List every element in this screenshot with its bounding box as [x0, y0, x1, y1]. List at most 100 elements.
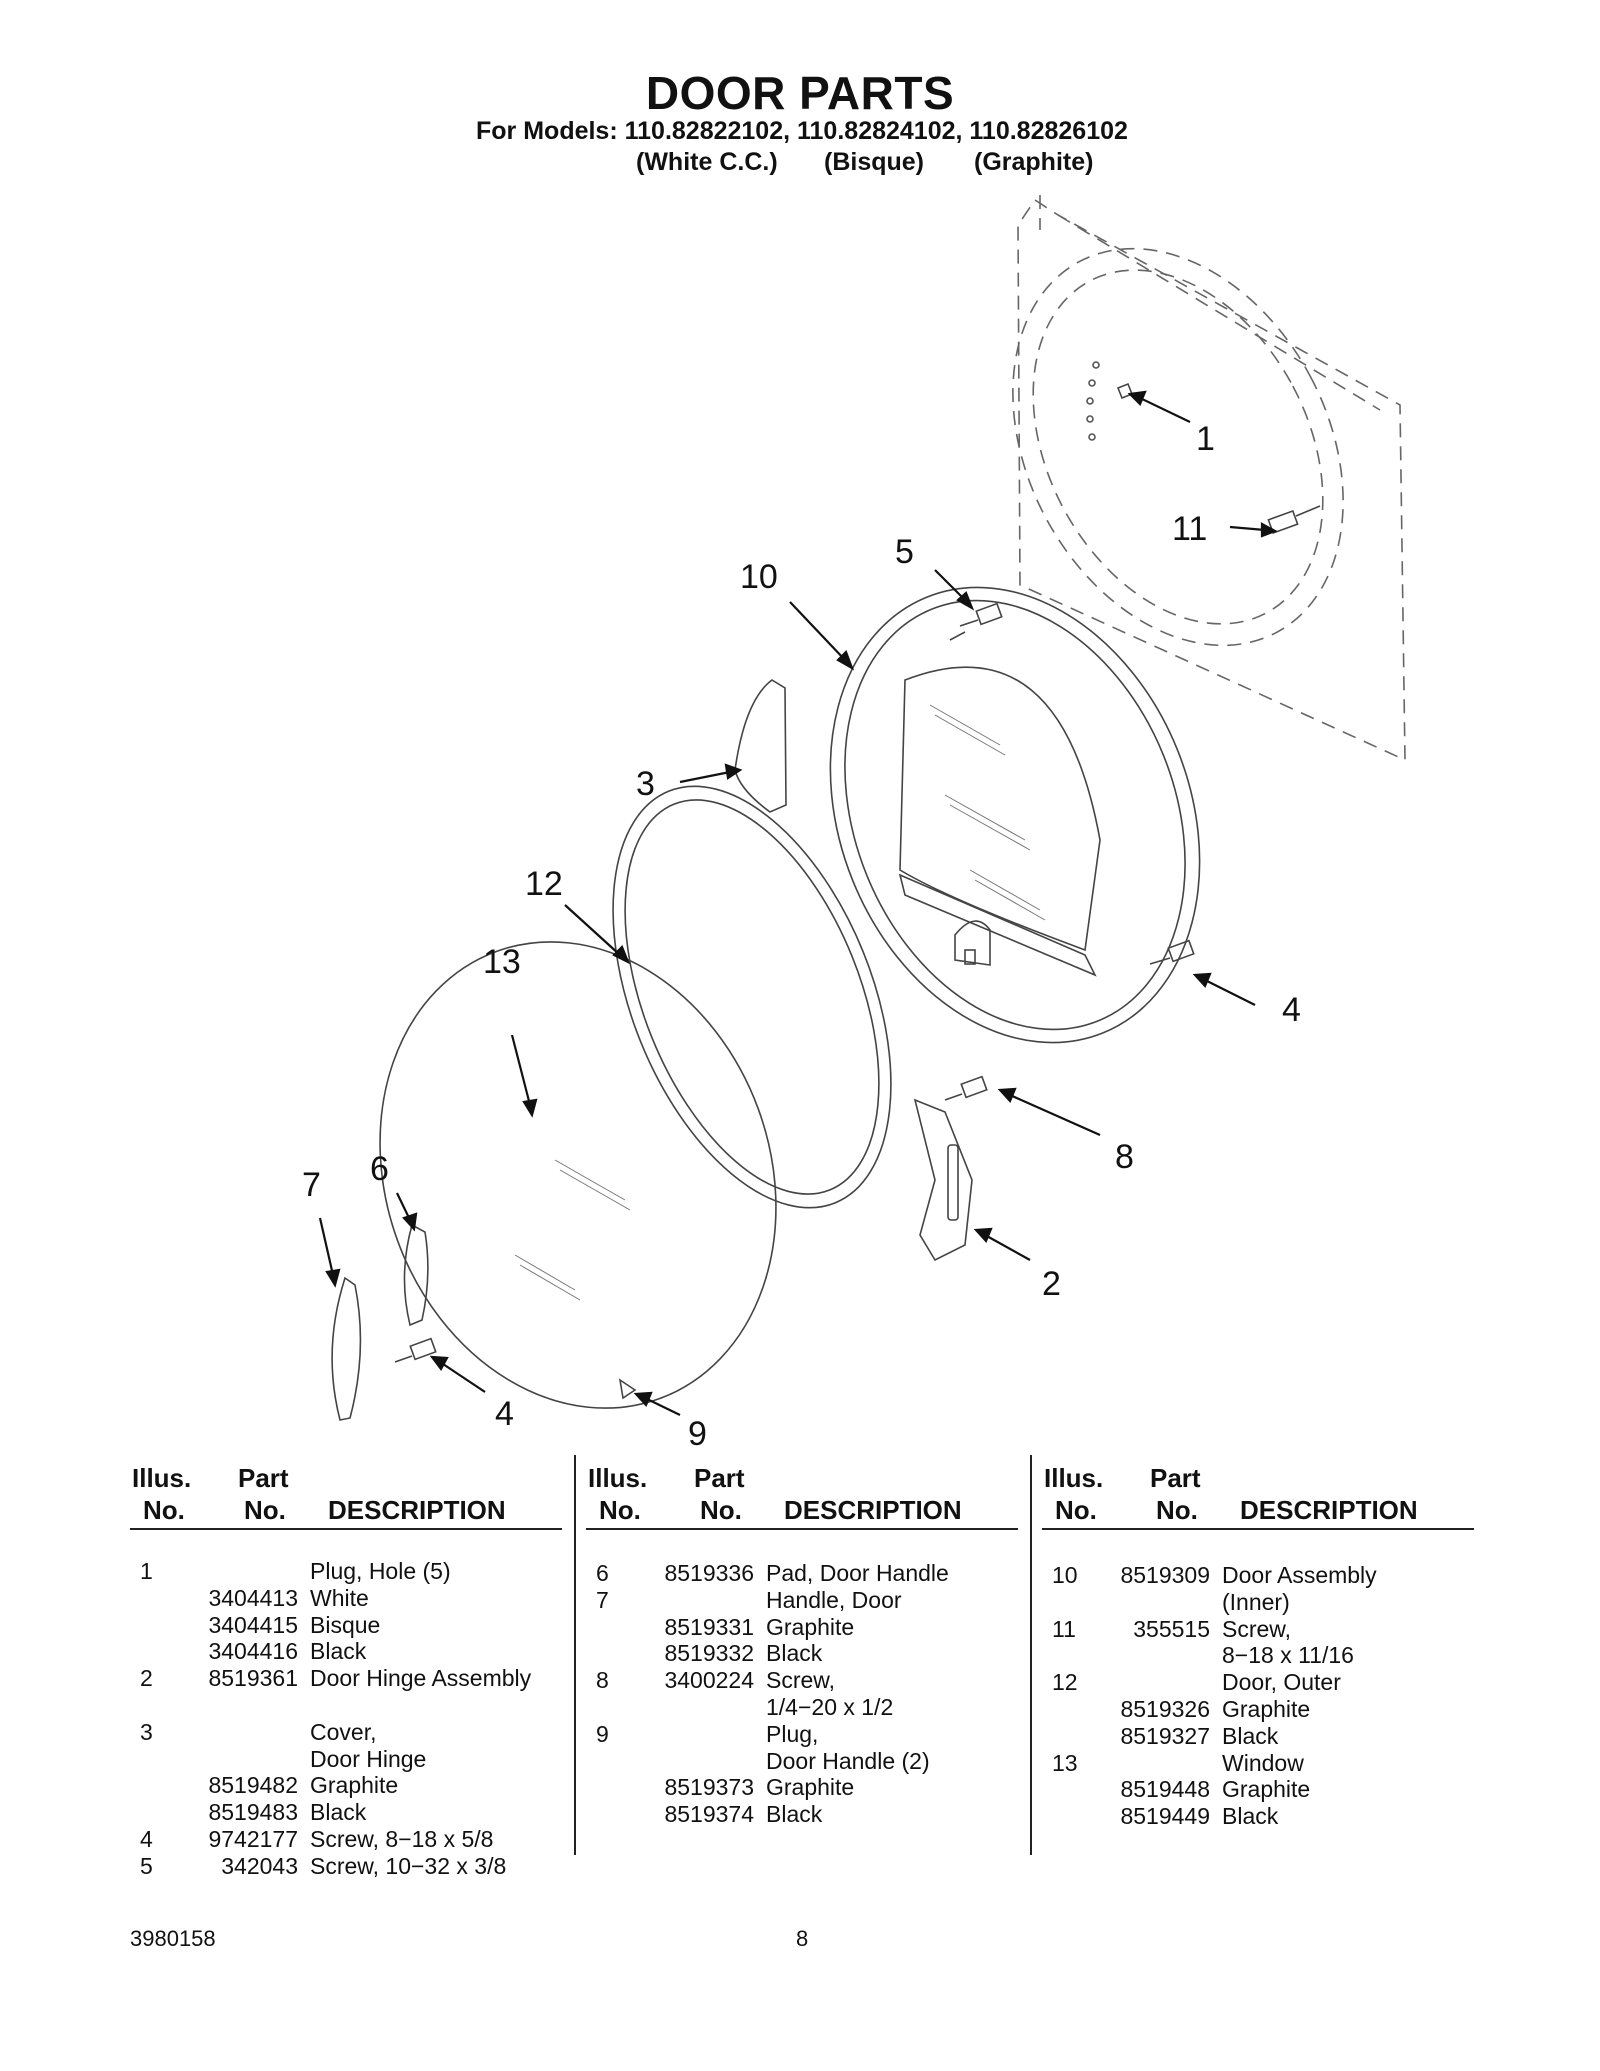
callout-2: 2	[1042, 1265, 1061, 1303]
description-cell: Door Hinge	[310, 1745, 427, 1772]
illus-no-cell: 13	[1052, 1749, 1078, 1776]
part-no-cell: 8519373	[664, 1774, 754, 1801]
hdr-illus-2: Illus.	[588, 1463, 648, 1493]
callout-12: 12	[525, 865, 563, 903]
illus-no-cell: 3	[140, 1718, 153, 1745]
illus-no-cell: 5	[140, 1852, 153, 1879]
description-cell: (Inner)	[1222, 1588, 1290, 1615]
description-cell: Black	[310, 1638, 367, 1665]
part-no-cell: 8519449	[1120, 1803, 1210, 1830]
color-bisque: (Bisque)	[824, 148, 924, 176]
hdr-illus-no-3: No.	[1055, 1495, 1097, 1525]
cabinet-front-panel	[1012, 195, 1406, 762]
part-no-cell: 8519326	[1120, 1696, 1210, 1722]
callout-7: 7	[302, 1166, 321, 1204]
document-number: 3980158	[130, 1926, 216, 1951]
description-cell: Plug, Hole (5)	[310, 1558, 451, 1584]
header-rule-2	[586, 1528, 1018, 1530]
description-cell: Black	[310, 1799, 367, 1826]
description-cell: 1/4−20 x 1/2	[766, 1694, 894, 1720]
part-no-cell: 8519374	[664, 1801, 754, 1828]
part-no-cell: 8519327	[1120, 1722, 1210, 1749]
part-no-cell: 342043	[221, 1852, 298, 1879]
parts-row: Door Hinge	[130, 1746, 570, 1772]
hdr-illus-3: Illus.	[1044, 1463, 1104, 1493]
model-numbers: For Models: 110.82822102, 110.82824102, …	[476, 117, 1128, 145]
hdr-description-1: DESCRIPTION	[328, 1495, 506, 1525]
description-cell: Bisque	[310, 1611, 381, 1638]
hdr-part-2: Part	[694, 1463, 745, 1493]
plug-holes	[1086, 361, 1100, 441]
description-cell: Handle, Door	[766, 1586, 902, 1613]
window-glass-part	[379, 941, 777, 1409]
description-cell: Pad, Door Handle	[766, 1560, 949, 1586]
parts-row: 6 8519336 Pad, Door Handle	[586, 1560, 1026, 1586]
outer-door-ring	[612, 785, 892, 1209]
color-graphite: (Graphite)	[974, 148, 1094, 176]
hdr-illus-1: Illus.	[132, 1463, 192, 1493]
callout-10: 10	[740, 558, 778, 596]
hdr-illus-no-2: No.	[599, 1495, 641, 1525]
description-cell: Black	[766, 1640, 823, 1667]
callout-4-right: 4	[1282, 991, 1301, 1029]
description-cell: Graphite	[766, 1774, 855, 1801]
parts-row: 9 Plug,	[586, 1721, 1026, 1747]
illus-no-cell: 10	[1052, 1562, 1078, 1588]
callout-4-left: 4	[495, 1395, 514, 1433]
illus-no-cell: 9	[596, 1720, 609, 1747]
callout-13: 13	[483, 943, 521, 981]
inner-door-assembly	[829, 586, 1201, 1044]
description-cell: Graphite	[310, 1772, 399, 1799]
description-cell: Screw,	[766, 1667, 836, 1694]
plug-9-part	[618, 1378, 637, 1400]
parts-row: 8519483 Black	[130, 1799, 570, 1825]
parts-row: 1/4−20 x 1/2	[586, 1694, 1026, 1720]
description-cell: Screw, 8−18 x 5/8	[310, 1826, 494, 1852]
part-no-cell: 3404415	[208, 1611, 298, 1638]
illus-no-cell: 1	[140, 1558, 153, 1584]
illus-no-cell: 2	[140, 1665, 153, 1692]
hdr-part-1: Part	[238, 1463, 289, 1493]
column-divider-1	[574, 1455, 576, 1855]
part-no-cell: 3400224	[664, 1667, 754, 1694]
parts-row: 8−18 x 11/16	[1042, 1642, 1482, 1668]
hdr-description-3: DESCRIPTION	[1240, 1495, 1418, 1525]
callout-5: 5	[895, 533, 914, 571]
parts-row: 8519449 Black	[1042, 1803, 1482, 1829]
illus-no-cell: 11	[1052, 1615, 1076, 1642]
description-cell: Door Assembly	[1222, 1562, 1377, 1588]
part-no-cell: 355515	[1133, 1615, 1210, 1642]
hdr-part-no-3: No.	[1156, 1495, 1198, 1525]
description-cell: Cover,	[310, 1718, 377, 1745]
description-cell: Plug,	[766, 1720, 819, 1747]
parts-row: 3404415 Bisque	[130, 1612, 570, 1638]
description-cell: Black	[1222, 1803, 1279, 1830]
part-no-cell: 8519336	[664, 1560, 754, 1586]
handle-pad-part	[403, 1223, 429, 1327]
callout-6: 6	[370, 1150, 389, 1188]
illus-no-cell: 8	[596, 1667, 609, 1694]
description-cell: Door Handle (2)	[766, 1747, 930, 1774]
hinge-assembly-part	[913, 1098, 973, 1262]
page-number: 8	[796, 1926, 809, 1951]
description-cell: Black	[1222, 1722, 1279, 1749]
description-cell: Graphite	[1222, 1776, 1311, 1803]
callout-1: 1	[1196, 420, 1215, 458]
column-divider-2	[1030, 1455, 1032, 1855]
hdr-part-3: Part	[1150, 1463, 1201, 1493]
illus-no-cell: 6	[596, 1560, 609, 1586]
part-no-cell: 8519448	[1120, 1776, 1210, 1803]
description-cell: 8−18 x 11/16	[1222, 1642, 1354, 1669]
parts-row	[130, 1692, 570, 1718]
part-no-cell: 8519483	[208, 1799, 298, 1826]
hdr-illus-no-1: No.	[143, 1495, 185, 1525]
callout-9: 9	[688, 1415, 707, 1453]
